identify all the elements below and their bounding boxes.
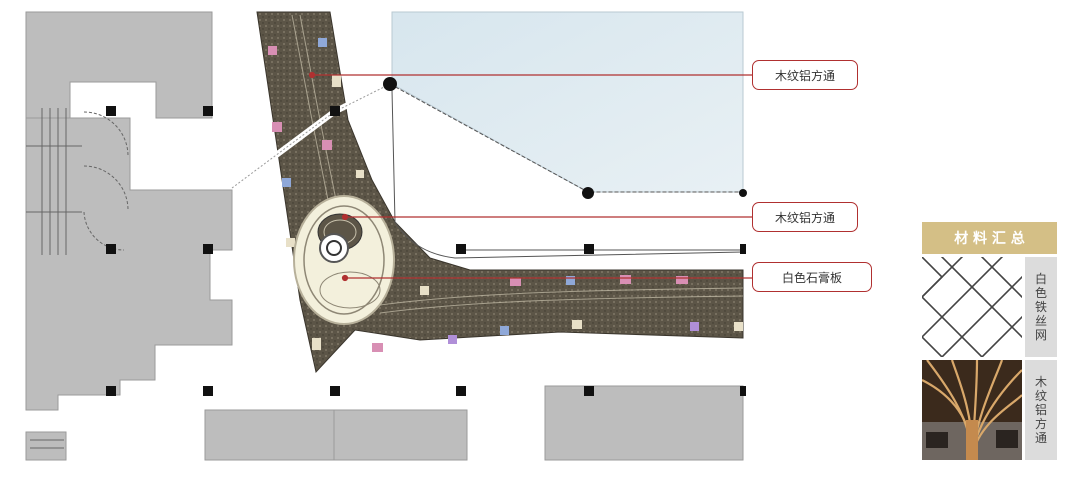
panel-title-text: 材 料 汇 总 [954, 231, 1025, 247]
callout-label-wood-aluminum-1: 木纹铝方通 [752, 60, 858, 90]
material-name-wood-aluminum: 木纹铝方通 [1025, 360, 1057, 460]
band-stripes [291, 14, 744, 314]
callout-leaders [308, 71, 752, 282]
callout-label-wood-aluminum-2: 木纹铝方通 [752, 202, 858, 232]
materials-summary-panel: 材 料 汇 总 白色铁丝网 [922, 222, 1057, 460]
material-row-wire-mesh: 白色铁丝网 [922, 257, 1057, 357]
callout-label-white-gypsum: 白色石膏板 [752, 262, 872, 292]
wire-mesh-icon [922, 257, 1022, 357]
wood-aluminum-icon [922, 360, 1022, 460]
oval-ceiling-feature [293, 195, 395, 325]
column-markers [106, 77, 747, 396]
bottom-rooms [204, 385, 744, 461]
left-rooms [25, 11, 233, 461]
material-row-wood-aluminum: 木纹铝方通 [922, 360, 1057, 460]
material-name-wire-mesh: 白色铁丝网 [1025, 257, 1057, 357]
glass-skylight [391, 11, 744, 193]
band-tiles [268, 38, 743, 352]
panel-title: 材 料 汇 总 [922, 222, 1057, 254]
stair-lines [26, 108, 129, 449]
